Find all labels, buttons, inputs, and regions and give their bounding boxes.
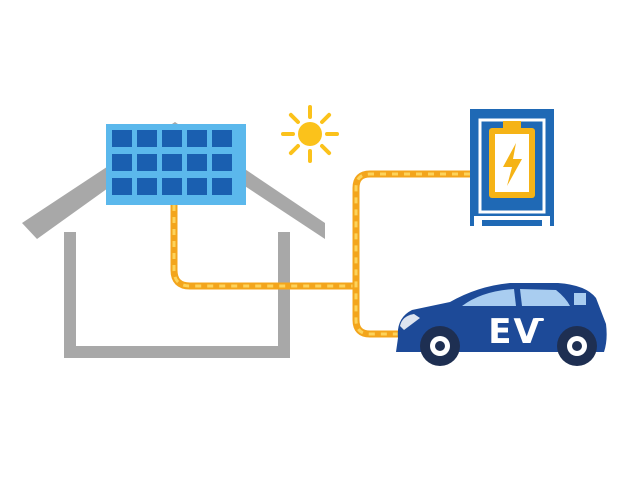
solar-cell [137, 154, 157, 171]
sun-icon [281, 105, 339, 163]
solar-cell [137, 130, 157, 147]
sun-ray [320, 112, 332, 124]
solar-cell [112, 130, 132, 147]
solar-cell [187, 178, 207, 195]
car-wheel-rear [557, 326, 597, 366]
solar-cell [212, 178, 232, 195]
battery-bolt-icon [489, 121, 535, 198]
car-label: EV [488, 312, 542, 352]
solar-cell [137, 178, 157, 195]
solar-panel-icon [106, 124, 246, 205]
solar-cell [162, 178, 182, 195]
solar-cell [212, 130, 232, 147]
sun-ray [288, 112, 300, 124]
solar-cell [212, 154, 232, 171]
car-wheel-front [420, 326, 460, 366]
solar-cell [162, 130, 182, 147]
sun-ray [320, 144, 332, 156]
house-outline-icon [22, 122, 325, 358]
power-cable [170, 170, 474, 338]
electric-car-icon: EV [396, 283, 607, 366]
solar-cell [187, 154, 207, 171]
solar-cell [112, 178, 132, 195]
solar-cell [112, 154, 132, 171]
solar-cell [162, 154, 182, 171]
charging-station-icon [470, 109, 554, 228]
sun-ray [288, 144, 300, 156]
solar-cell [187, 130, 207, 147]
